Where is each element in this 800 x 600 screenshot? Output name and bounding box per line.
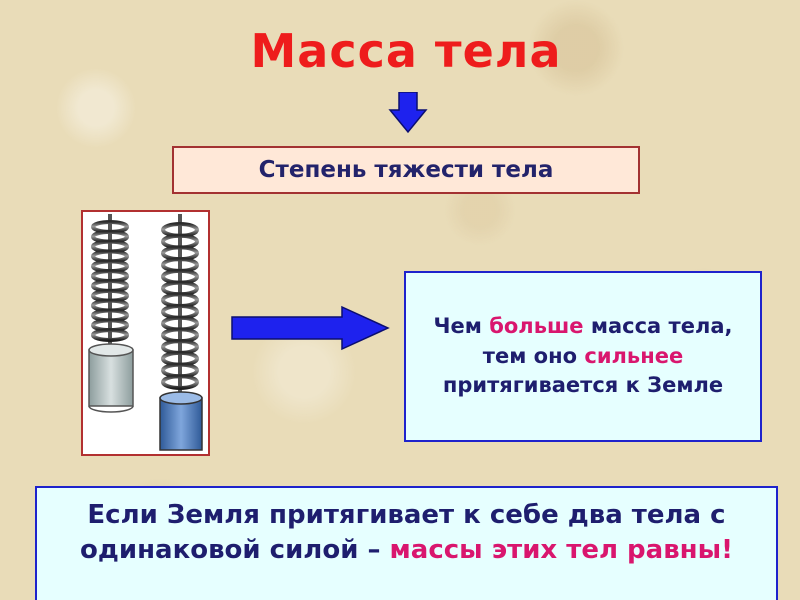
- conclusion-text-1: Если Земля притягивает к себе два тела с…: [80, 500, 726, 566]
- attraction-note-box: Чем больше масса тела, тем оно сильнее п…: [404, 271, 762, 442]
- light-weight: [88, 343, 134, 413]
- note-text-1: Чем: [433, 314, 490, 339]
- attraction-note-text: Чем больше масса тела, тем оно сильнее п…: [420, 312, 746, 400]
- conclusion-box: Если Земля притягивает к себе два тела с…: [35, 486, 778, 600]
- note-highlight-more: больше: [489, 314, 584, 339]
- spring-scales-illustration: [81, 210, 210, 456]
- note-text-3: притягивается к Земле: [442, 373, 724, 398]
- heavy-weight: [159, 391, 203, 451]
- mass-definition-box: Степень тяжести тела: [172, 146, 640, 194]
- conclusion-highlight: массы этих тел равны!: [389, 535, 733, 566]
- right-spring-coils: [161, 222, 199, 390]
- right-arrow-icon: [231, 305, 390, 351]
- left-spring-coils: [91, 220, 129, 343]
- springs-svg: [88, 214, 203, 451]
- note-text-2: масса тела, тем оно: [482, 314, 733, 368]
- down-arrow-icon: [388, 92, 428, 134]
- page-title: Масса тела: [250, 24, 562, 78]
- conclusion-text: Если Земля притягивает к себе два тела с…: [49, 498, 764, 568]
- spring-coil: [161, 374, 199, 390]
- mass-definition-text: Степень тяжести тела: [258, 157, 554, 183]
- note-highlight-stronger: сильнее: [584, 343, 684, 368]
- spring-coil: [91, 328, 129, 343]
